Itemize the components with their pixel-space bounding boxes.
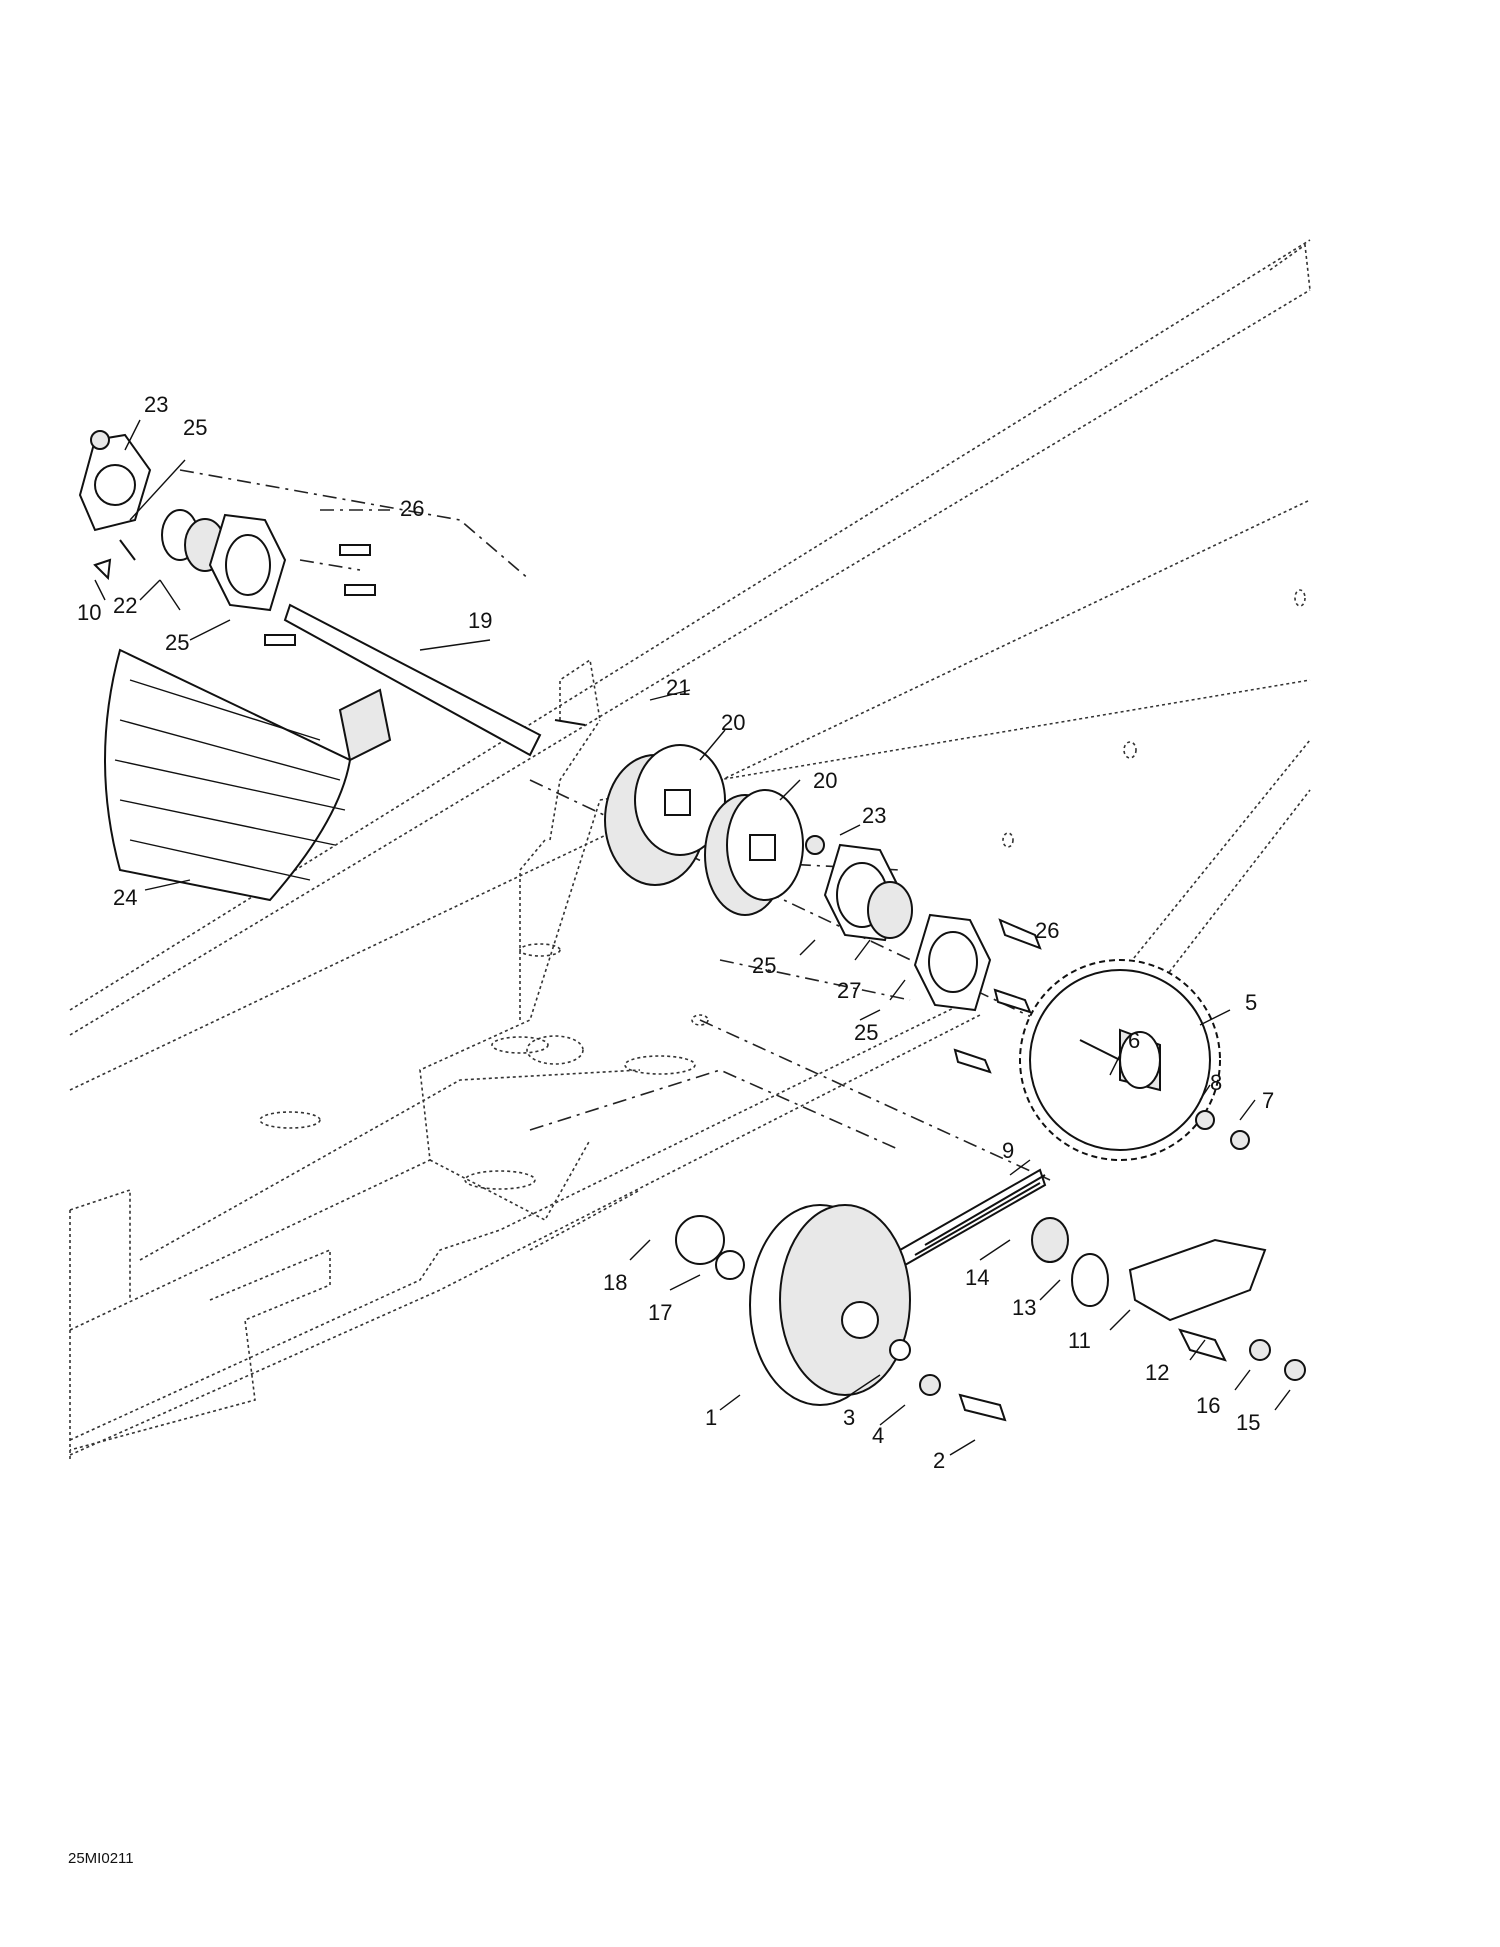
callout-labels: 23 25 26 10 22 25 19 21 20 20 23 24 26 2… [77, 392, 1274, 1473]
drive-shaft-assembly [283, 603, 804, 916]
callout-2: 2 [933, 1448, 945, 1473]
right-bearing-assembly [805, 835, 1042, 1074]
callout-leaders [94, 419, 1291, 1456]
callout-18: 18 [603, 1270, 627, 1295]
callout-1: 1 [705, 1405, 717, 1430]
callout-3: 3 [843, 1405, 855, 1430]
callout-9: 9 [1002, 1138, 1014, 1163]
callout-24: 24 [113, 885, 137, 910]
callout-20: 20 [813, 768, 837, 793]
track-section [104, 648, 392, 902]
callout-26: 26 [400, 496, 424, 521]
callout-20: 20 [721, 710, 745, 735]
left-bearing-assembly [78, 430, 376, 646]
callout-15: 15 [1236, 1410, 1260, 1435]
chain-tensioner [898, 1168, 1306, 1381]
idler-pulley [675, 1204, 1007, 1422]
callout-26: 26 [1035, 918, 1059, 943]
callout-27: 27 [837, 978, 861, 1003]
callout-21: 21 [666, 675, 690, 700]
callout-5: 5 [1245, 990, 1257, 1015]
callout-4: 4 [872, 1423, 884, 1448]
callout-12: 12 [1145, 1360, 1169, 1385]
callout-25: 25 [854, 1020, 878, 1045]
callout-25: 25 [752, 953, 776, 978]
callout-23: 23 [144, 392, 168, 417]
callout-25: 25 [183, 415, 207, 440]
callout-7: 7 [1262, 1088, 1274, 1113]
sprocket [1019, 959, 1250, 1161]
callout-23: 23 [862, 803, 886, 828]
callout-13: 13 [1012, 1295, 1036, 1320]
callout-25: 25 [165, 630, 189, 655]
callout-19: 19 [468, 608, 492, 633]
diagram-code: 25MI0211 [68, 1850, 134, 1867]
callout-14: 14 [965, 1265, 989, 1290]
callout-10: 10 [77, 600, 101, 625]
callout-6: 6 [1128, 1028, 1140, 1053]
callout-11: 11 [1068, 1328, 1091, 1353]
callout-22: 22 [113, 593, 137, 618]
callout-16: 16 [1196, 1393, 1220, 1418]
callout-8: 8 [1210, 1070, 1222, 1095]
callout-17: 17 [648, 1300, 672, 1325]
